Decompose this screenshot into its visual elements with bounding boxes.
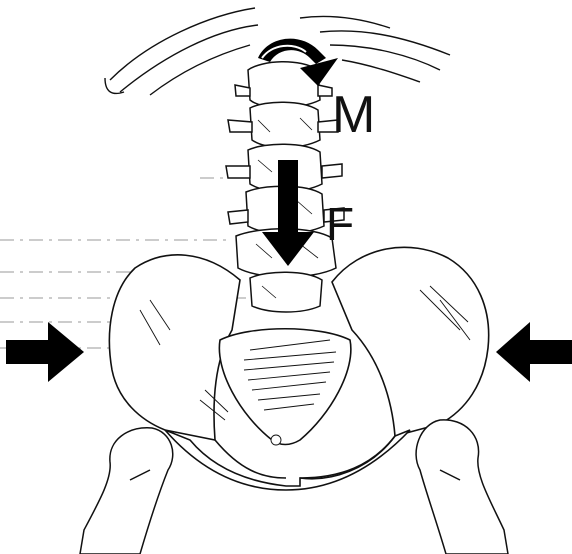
right-femur (416, 420, 508, 554)
right-iliac-wing (332, 247, 489, 436)
left-arrow-icon (496, 322, 572, 382)
force-label: F (326, 198, 354, 250)
left-femur (80, 428, 173, 554)
right-arrow-icon (6, 322, 84, 382)
moment-label: M (332, 86, 375, 144)
